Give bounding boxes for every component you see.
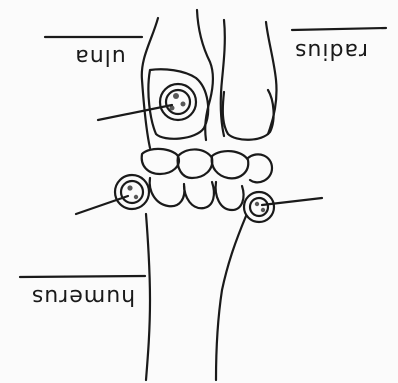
humerus-label: humerus	[22, 285, 144, 307]
radius-bone	[223, 90, 274, 140]
ulna-label: ulna	[60, 45, 140, 67]
humerus-underline	[20, 276, 145, 277]
radius-underline	[292, 28, 386, 30]
carpal-bone-6	[184, 182, 214, 208]
carpal-bone-1	[142, 149, 179, 174]
forearm-outline	[142, 18, 158, 148]
carpal-bone-2	[178, 149, 213, 178]
ulna-pointer	[98, 105, 172, 120]
radius-joint-circle	[244, 192, 274, 222]
ulna-bone	[148, 69, 208, 139]
carpal-bone-7	[216, 182, 244, 210]
carpal-bone-3	[212, 151, 249, 178]
carpal-bone-5	[150, 178, 185, 206]
carpal-bone-4	[248, 154, 272, 182]
upper-arm-outline	[146, 214, 150, 380]
radius-label: radius	[283, 39, 379, 61]
